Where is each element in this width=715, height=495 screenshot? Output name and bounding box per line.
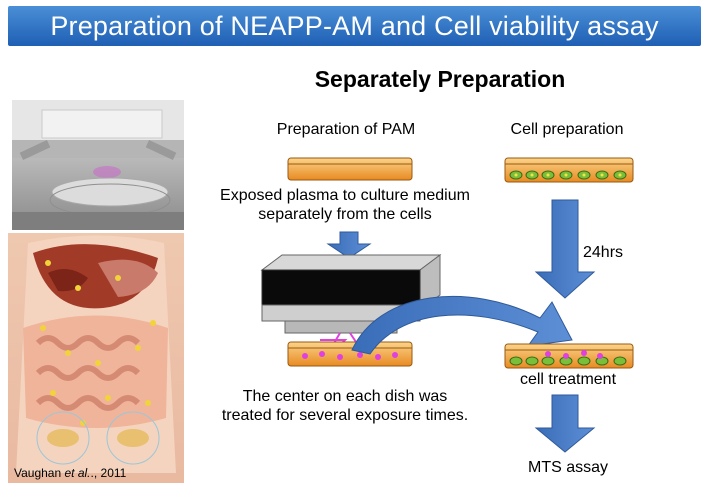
pam-dish-treated bbox=[287, 341, 413, 367]
citation: Vaughan et al.., 2011 bbox=[14, 466, 127, 480]
cell-prep-dish bbox=[504, 157, 634, 183]
incubation-time: 24hrs bbox=[583, 244, 624, 261]
page-banner: Preparation of NEAPP-AM and Cell viabili… bbox=[8, 6, 701, 46]
plasma-device-photo bbox=[12, 100, 184, 230]
cell-treatment-label: cell treatment bbox=[519, 371, 617, 388]
pam-heading: Preparation of PAM bbox=[276, 121, 416, 138]
exposure-description: Exposed plasma to culture medium separat… bbox=[220, 187, 470, 223]
transfer-arrow-icon bbox=[351, 295, 573, 355]
down-arrow-icon bbox=[326, 231, 372, 259]
pam-dish bbox=[287, 157, 413, 181]
cell-prep-heading: Cell preparation bbox=[510, 121, 624, 138]
plasma-device bbox=[260, 254, 442, 334]
treated-cell-dish bbox=[504, 343, 634, 369]
abdominal-anatomy-illustration bbox=[8, 233, 184, 483]
down-arrow-icon bbox=[534, 394, 596, 453]
mts-assay-label: MTS assay bbox=[527, 459, 608, 476]
section-title: Separately Preparation bbox=[314, 66, 566, 92]
treatment-note: The center on each dish was treated for … bbox=[221, 388, 469, 424]
down-arrow-icon bbox=[534, 199, 596, 299]
